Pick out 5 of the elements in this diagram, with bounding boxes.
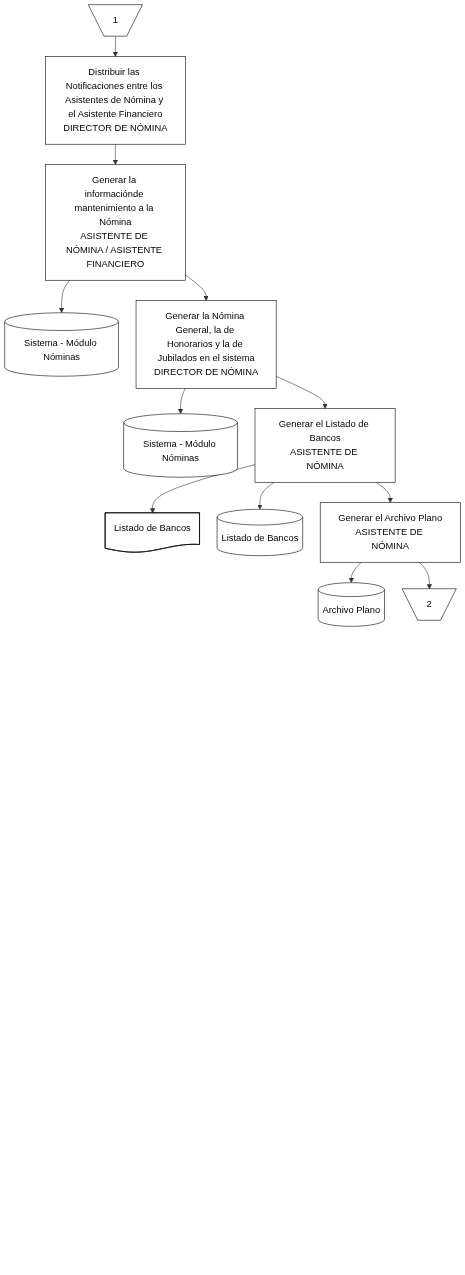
node-box: Generar la Nómina General, la de Honorarios y la de Jubilados en el sistema DIRECTOR DE NÓMINA xyxy=(135,300,277,389)
node-box: Generar la informaciónde mantenimiento a la Nómina ASISTENTE DE NÓMINA / ASISTENTE FINANCIERO xyxy=(45,164,186,281)
node-box: Generar el Listado de Bancos ASISTENTE DE NÓMINA xyxy=(254,408,396,483)
node-box: Generar el Archivo Plano ASISTENTE DE NÓMINA xyxy=(319,502,461,563)
node-box: Distribuir las Notificaciones entre los Asistentes de Nómina y el Asistente Financiero DIRECTOR DE NÓMINA xyxy=(45,56,186,145)
